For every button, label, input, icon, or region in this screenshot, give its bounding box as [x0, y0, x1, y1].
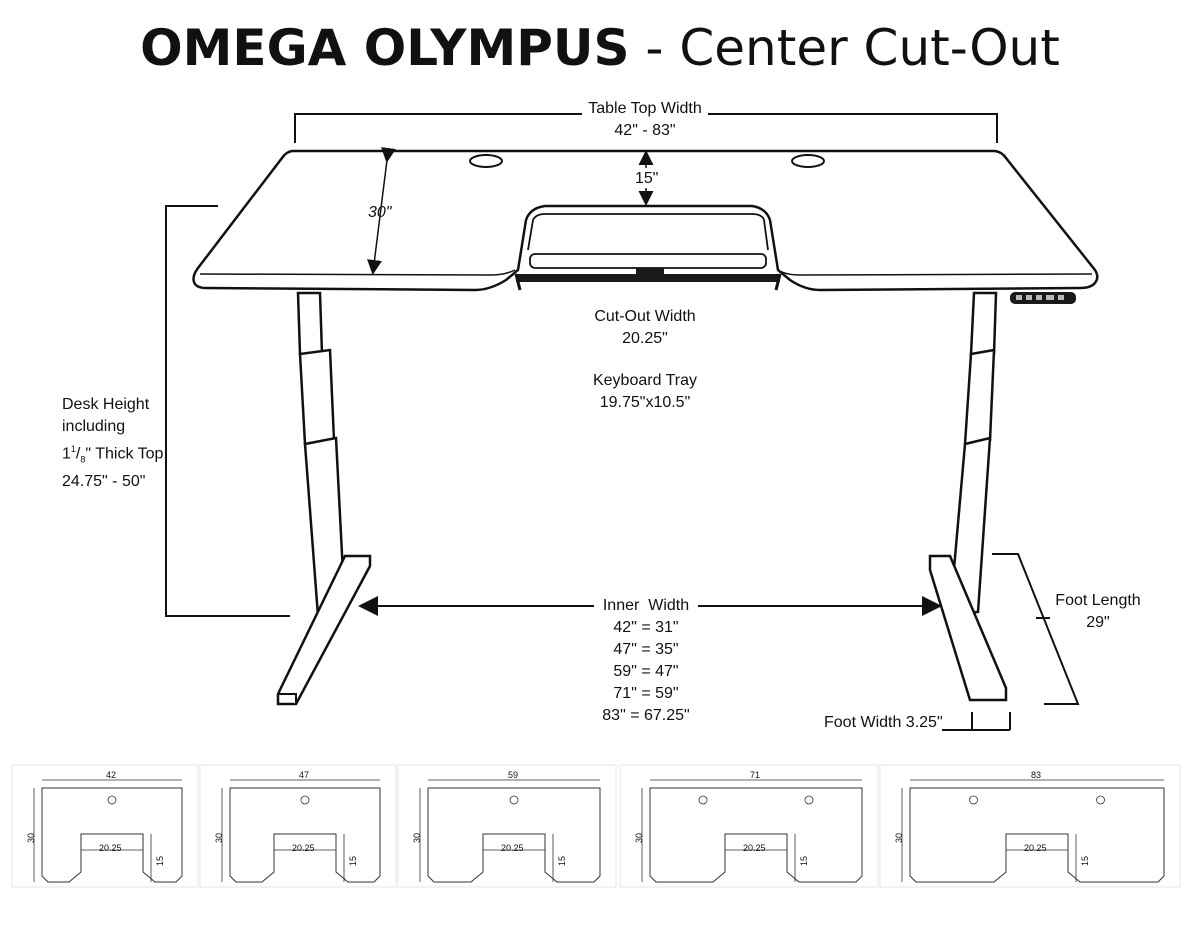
plan-grommet-icon	[969, 795, 978, 805]
foot-width-label: Foot Width 3.25"	[824, 714, 943, 731]
inner-width-value: 83" = 67.25"	[602, 707, 690, 724]
plan-frame	[11, 764, 199, 888]
plan-frame	[199, 764, 397, 888]
plan-cutout-label: 20.25	[292, 843, 315, 853]
inner-width-value: 42" = 31"	[613, 619, 679, 636]
foot-width-bracket	[942, 712, 1011, 731]
title-brand: OMEGA OLYMPUS	[140, 19, 630, 77]
plan-view	[397, 764, 617, 888]
plan-cut-depth-label: 15	[557, 855, 567, 866]
desk-height-label: Desk Height including 11/8" Thick Top 24…	[62, 394, 163, 493]
depth-arrow	[367, 147, 396, 275]
grommet-right-icon	[791, 154, 825, 168]
plan-grommet-icon	[300, 795, 310, 805]
page-title: OMEGA OLYMPUS - Center Cut-Out	[0, 18, 1200, 78]
plan-frame	[397, 764, 617, 888]
plan-cutout-label: 20.25	[501, 843, 524, 853]
keyboard-tray	[514, 253, 782, 291]
control-panel	[1010, 292, 1076, 304]
plan-cutout-label: 20.25	[743, 843, 766, 853]
desk-height-bracket	[165, 205, 290, 617]
plan-view	[619, 764, 879, 888]
inner-width-value: 47" = 35"	[613, 641, 679, 658]
plan-frame	[619, 764, 879, 888]
plan-depth-label: 30	[634, 832, 644, 843]
plan-outline	[229, 787, 381, 883]
plan-view	[199, 764, 397, 888]
inner-width-value: 71" = 59"	[613, 685, 679, 702]
plan-grommet-icon	[804, 795, 814, 805]
cutout-lip	[527, 213, 769, 251]
desk-height-value: 24.75" - 50"	[62, 472, 146, 490]
plan-cut-depth-label: 15	[799, 855, 809, 866]
plan-outline	[909, 787, 1165, 883]
title-separator: -	[645, 19, 664, 77]
plan-width-label: 83	[1031, 770, 1042, 780]
plan-depth-label: 30	[214, 832, 224, 843]
desk-height-thick-top: " Thick Top	[85, 445, 164, 463]
foot-length-bracket	[992, 553, 1080, 705]
desk-height-line-3: 11/8" Thick Top	[62, 444, 164, 465]
table-top-width-label: Table Top Width 42" - 83"	[560, 98, 730, 142]
table-top	[192, 149, 1099, 292]
plan-outline	[427, 787, 601, 883]
plan-cut-depth-label: 15	[1080, 855, 1090, 866]
table-top-width-value: 42" - 83"	[614, 122, 676, 139]
plan-width-label: 71	[750, 770, 761, 780]
left-leg	[276, 291, 372, 706]
table-top-width-dimension	[294, 113, 998, 143]
foot-length-value: 29"	[1086, 614, 1110, 631]
inner-width-value: 59" = 47"	[613, 663, 679, 680]
plan-depth-label: 30	[412, 832, 422, 843]
plan-view	[879, 764, 1181, 888]
grommet-left-icon	[469, 154, 503, 168]
plan-frame	[879, 764, 1181, 888]
inner-width-title: Inner Width	[602, 597, 690, 614]
title-subtitle: Center Cut-Out	[679, 19, 1060, 77]
plan-width-label: 59	[508, 770, 519, 780]
plan-cut-depth-label: 15	[155, 855, 165, 866]
plan-cutout-label: 20.25	[1024, 843, 1047, 853]
plan-views	[11, 764, 1181, 888]
cutout-depth-label: 15"	[635, 170, 659, 187]
table-top-width-title: Table Top Width	[588, 100, 702, 117]
desk-height-denominator: 8	[80, 454, 86, 465]
desk-height-line-2: including	[62, 418, 126, 435]
keyboard-tray-value: 19.75"x10.5"	[599, 394, 691, 411]
desk-height-whole: 1	[62, 445, 71, 463]
plan-width-label: 47	[299, 770, 310, 780]
plan-depth-label: 30	[894, 832, 904, 843]
foot-length-label: Foot Length 29"	[1046, 590, 1150, 634]
foot-length-title: Foot Length	[1055, 592, 1141, 609]
plan-cutout-label: 20.25	[99, 843, 122, 853]
plan-depth-label: 30	[26, 832, 36, 843]
plan-grommet-icon	[509, 795, 519, 805]
inner-width-label: Inner Width 42" = 31" 47" = 35" 59" = 47…	[566, 595, 726, 727]
cutout-width-title: Cut-Out Width	[594, 308, 696, 325]
cutout-width-label: Cut-Out Width 20.25"	[560, 306, 730, 350]
keyboard-tray-title: Keyboard Tray	[592, 372, 698, 389]
plan-view	[11, 764, 199, 888]
desk-height-numerator: 1	[70, 444, 76, 454]
desk-height-line-1: Desk Height	[62, 396, 150, 413]
plan-grommet-icon	[698, 795, 708, 805]
plan-grommet-icon	[107, 795, 117, 805]
keyboard-tray-label: Keyboard Tray 19.75"x10.5"	[560, 370, 730, 414]
plan-grommet-icon	[1096, 795, 1105, 805]
cutout-width-value: 20.25"	[622, 330, 668, 347]
plan-cut-depth-label: 15	[348, 855, 358, 866]
depth-label: 30"	[368, 204, 392, 221]
plan-width-label: 42	[106, 770, 117, 780]
plan-outline	[41, 787, 183, 883]
plan-outline	[649, 787, 863, 883]
right-leg	[928, 291, 1008, 702]
